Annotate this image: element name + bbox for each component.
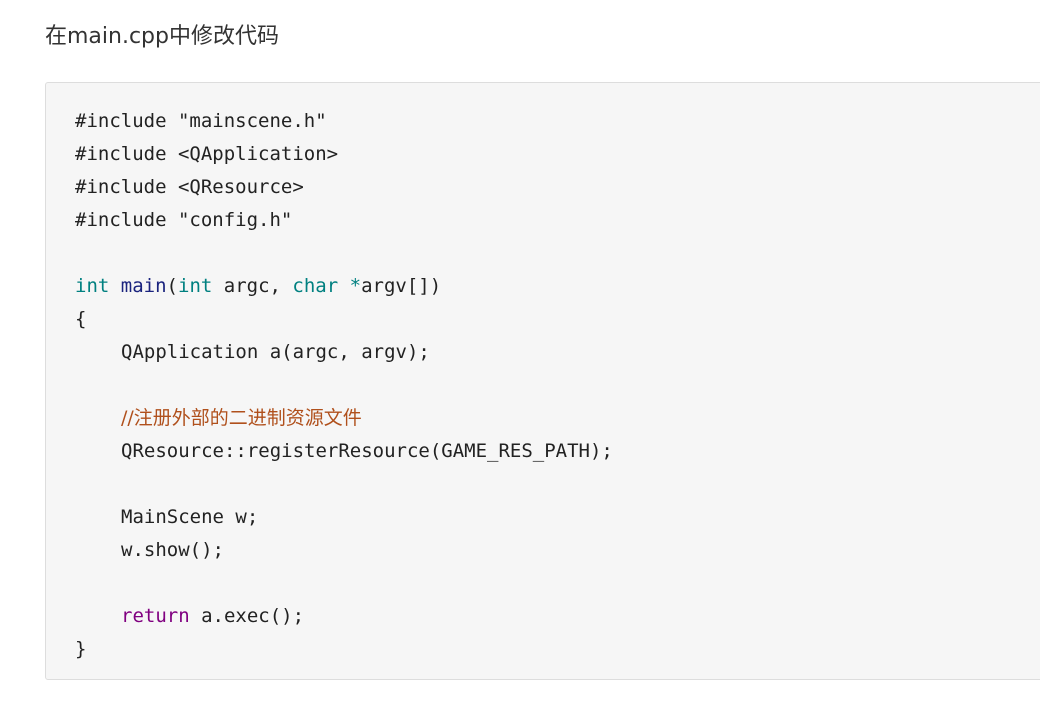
code-line-return: return a.exec(); [75, 600, 613, 633]
paren-open: ( [166, 275, 178, 297]
code-show-stmt: w.show(); [121, 539, 224, 561]
code-line-brace-close: } [75, 638, 87, 660]
code-qapplication-stmt: QApplication a(argc, argv); [121, 341, 430, 363]
code-listing: #include "mainscene.h" #include <QApplic… [75, 105, 613, 666]
param-argc: argc, [212, 275, 293, 297]
code-line-brace-open: { [75, 308, 87, 330]
keyword-int-param: int [178, 275, 213, 297]
code-line-include-mainscene: #include "mainscene.h" [75, 110, 327, 132]
keyword-return: return [121, 605, 190, 627]
code-comment: //注册外部的二进制资源文件 [121, 407, 362, 429]
code-register-stmt: QResource::registerResource(GAME_RES_PAT… [121, 440, 613, 462]
keyword-int: int [75, 275, 110, 297]
code-line-include-qapplication: #include <QApplication> [75, 143, 339, 165]
code-line-blank [75, 237, 613, 270]
code-line-blank [75, 369, 613, 402]
code-line-main-signature: int main(int argc, char *argv[]) [75, 270, 613, 303]
section-heading: 在main.cpp中修改代码 [45, 24, 279, 49]
code-line-show: w.show(); [75, 534, 613, 567]
code-line-register-resource: QResource::registerResource(GAME_RES_PAT… [75, 435, 613, 468]
code-line-mainscene: MainScene w; [75, 501, 613, 534]
code-line-blank [75, 567, 613, 600]
code-return-expr: a.exec(); [189, 605, 305, 627]
pointer-star: * [338, 275, 362, 297]
keyword-char: char [292, 275, 339, 297]
code-line-qapplication: QApplication a(argc, argv); [75, 336, 613, 369]
code-line-blank [75, 468, 613, 501]
code-line-include-config: #include "config.h" [75, 209, 293, 231]
code-mainscene-stmt: MainScene w; [121, 506, 259, 528]
code-line-include-qresource: #include <QResource> [75, 176, 304, 198]
code-block: #include "mainscene.h" #include <QApplic… [45, 82, 1040, 680]
function-name-main: main [120, 275, 167, 297]
code-line-comment: //注册外部的二进制资源文件 [75, 402, 613, 435]
param-argv: argv[]) [361, 275, 442, 297]
